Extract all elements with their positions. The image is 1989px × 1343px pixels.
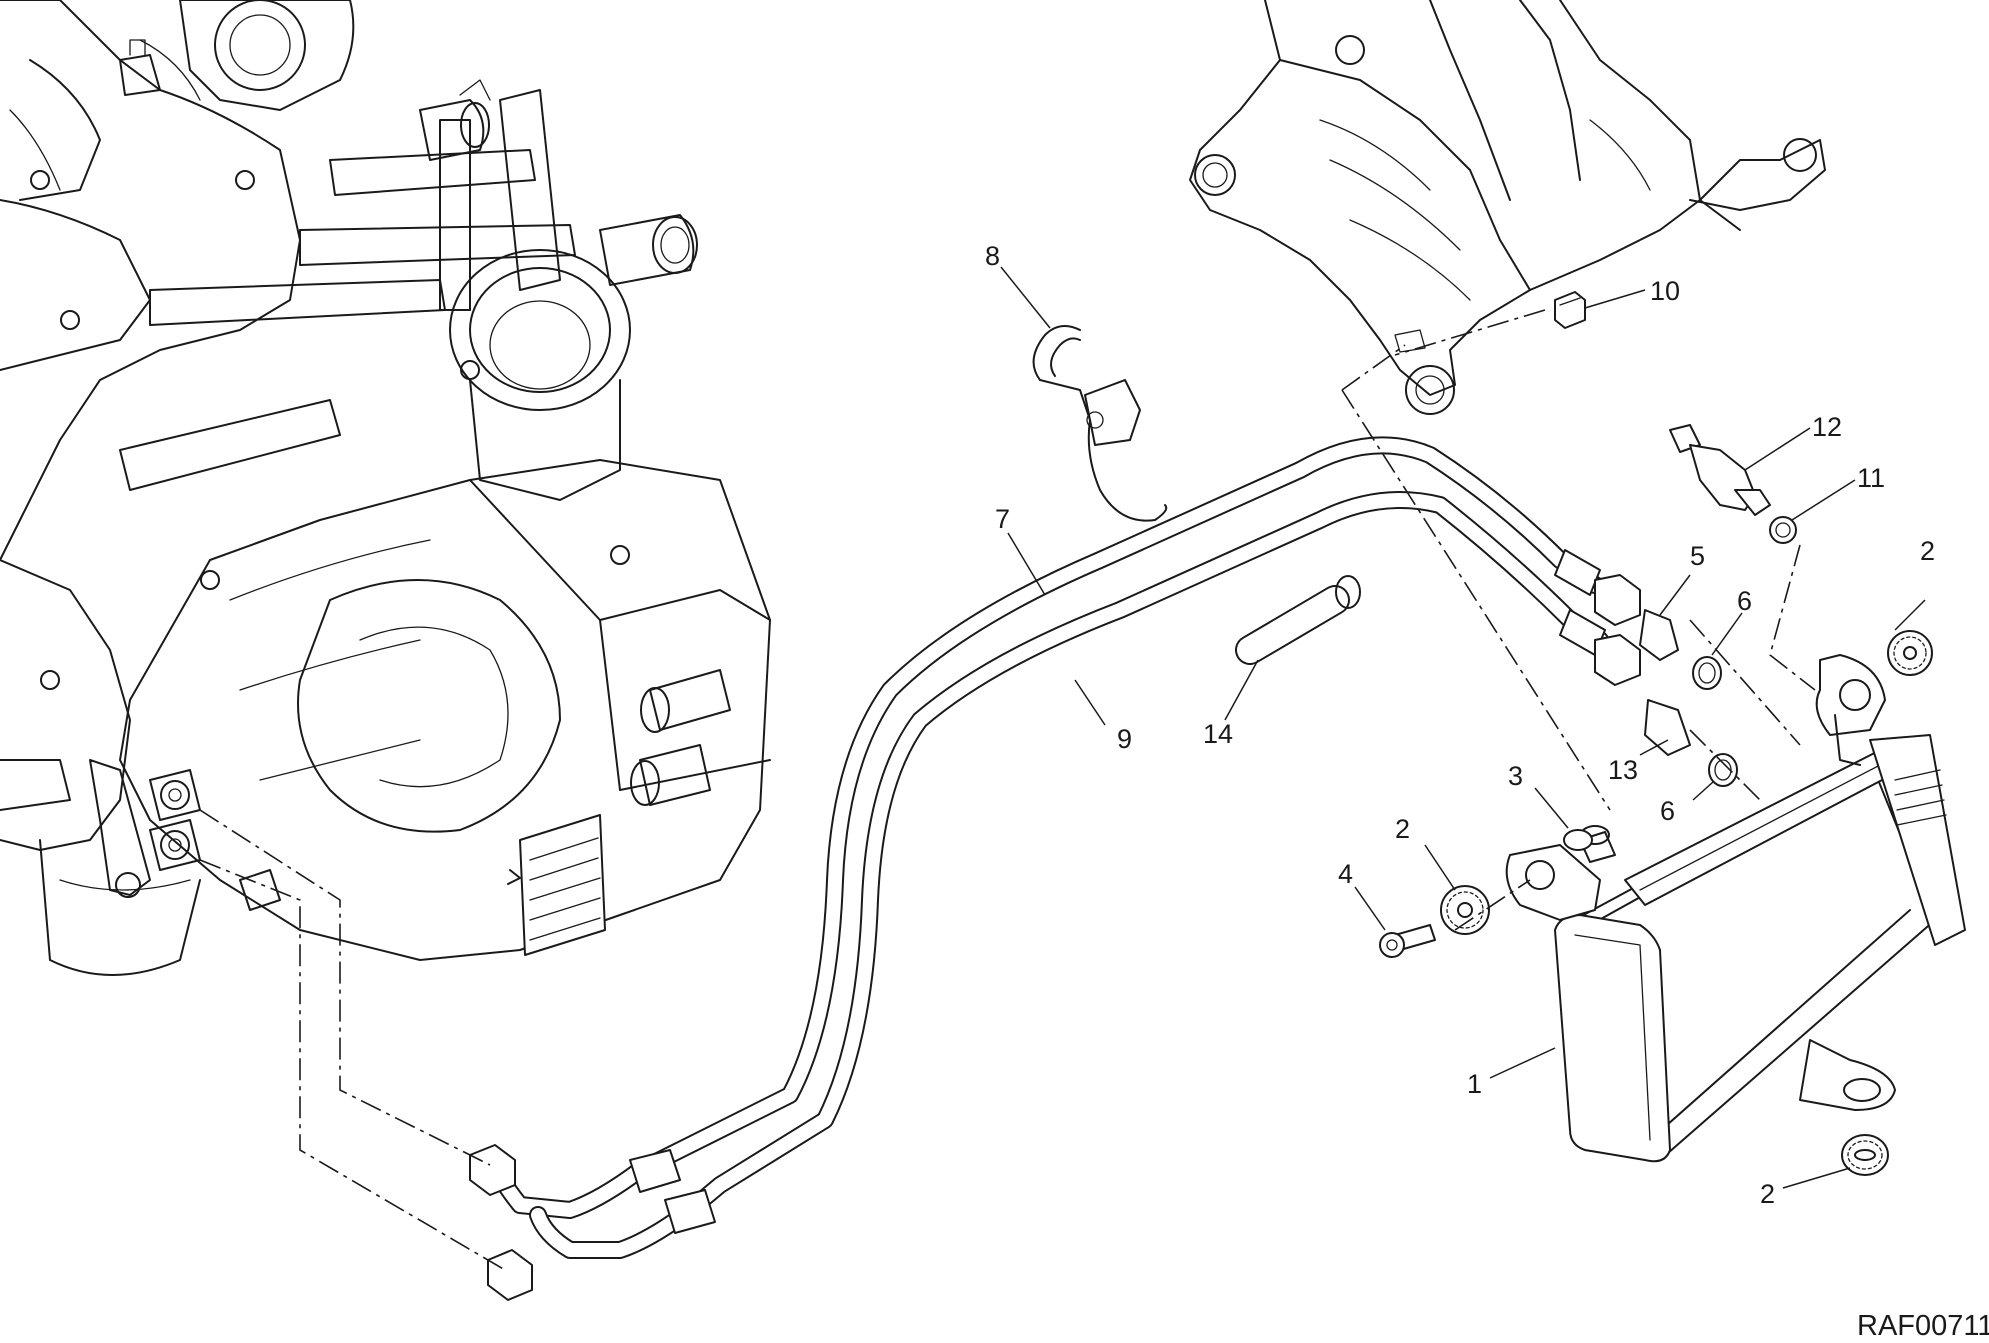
hose-clamp-8 <box>1032 325 1168 522</box>
callout-leaders <box>1000 266 1926 1189</box>
rubber-grommets-2 <box>1440 630 1933 1176</box>
washer-11 <box>1769 516 1797 544</box>
frame-section <box>1189 0 1826 415</box>
callout-1: 1 <box>1467 1069 1482 1099</box>
callout-10: 10 <box>1650 276 1680 306</box>
reference-code: RAF00711 <box>1857 1310 1989 1342</box>
callout-12: 12 <box>1812 412 1842 442</box>
callout-13: 13 <box>1608 755 1638 785</box>
callout-5: 5 <box>1690 541 1705 571</box>
callout-8: 8 <box>985 241 1000 271</box>
oil-cooler-1 <box>1505 654 1966 1163</box>
screw-4 <box>1379 924 1436 958</box>
clip-10 <box>1554 291 1586 329</box>
callout-2: 2 <box>1395 814 1410 844</box>
callout-14: 14 <box>1203 719 1233 749</box>
callout-6: 6 <box>1737 586 1752 616</box>
callout-9: 9 <box>1117 724 1132 754</box>
callout-2: 2 <box>1920 536 1935 566</box>
assembly-axis-lines <box>199 309 1816 1271</box>
hose-14 <box>1235 575 1361 665</box>
callout-labels: 1 2 2 2 3 4 5 6 6 7 8 9 10 11 12 13 14 <box>985 241 1935 1209</box>
fittings <box>1594 574 1738 787</box>
oil-hoses <box>469 436 1609 1301</box>
callout-3: 3 <box>1508 761 1523 791</box>
callout-4: 4 <box>1338 859 1353 889</box>
callout-6: 6 <box>1660 796 1675 826</box>
callout-7: 7 <box>995 504 1010 534</box>
callout-2: 2 <box>1760 1179 1775 1209</box>
callout-11: 11 <box>1857 463 1885 493</box>
temperature-sensor-12 <box>1669 424 1771 516</box>
spacer-3 <box>1563 829 1593 851</box>
engine-assembly <box>0 0 771 976</box>
